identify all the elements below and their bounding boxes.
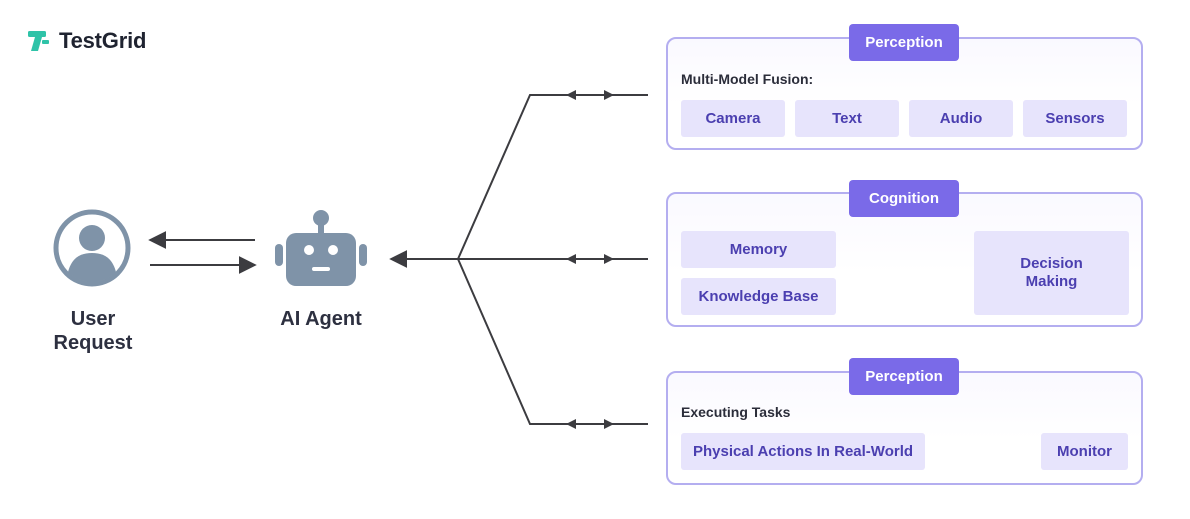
cognition-tag: Cognition: [849, 180, 959, 217]
chip-audio: Audio: [909, 100, 1013, 137]
logo-text: TestGrid: [59, 28, 147, 53]
chip-text: Text: [795, 100, 899, 137]
perception-panel: Multi-Model Fusion: Camera Text Audio Se…: [666, 37, 1143, 150]
user-request-label: User Request: [53, 308, 133, 354]
chip-memory: Memory: [681, 231, 836, 268]
logo: TestGrid: [27, 28, 146, 54]
action-tag: Perception: [849, 358, 959, 395]
cognition-panel: Memory Knowledge Base Decision Making: [666, 192, 1143, 327]
branch-top: [457, 94, 648, 260]
chip-monitor: Monitor: [1041, 433, 1128, 470]
ai-agent-label: AI Agent: [280, 308, 362, 330]
branch-arrowheads: [566, 90, 614, 429]
user-avatar-icon: [53, 209, 131, 287]
chip-physical-actions: Physical Actions In Real-World: [681, 433, 925, 470]
chip-decision-making: Decision Making: [974, 231, 1129, 315]
testgrid-logo-icon: [28, 31, 49, 51]
robot-icon: [275, 210, 367, 286]
chip-knowledge-base: Knowledge Base: [681, 278, 836, 315]
perception-caption: Multi-Model Fusion:: [681, 71, 814, 87]
branch-bottom: [457, 258, 648, 425]
chip-sensors: Sensors: [1023, 100, 1127, 137]
perception-tag: Perception: [849, 24, 959, 61]
action-caption: Executing Tasks: [681, 404, 791, 420]
chip-camera: Camera: [681, 100, 785, 137]
